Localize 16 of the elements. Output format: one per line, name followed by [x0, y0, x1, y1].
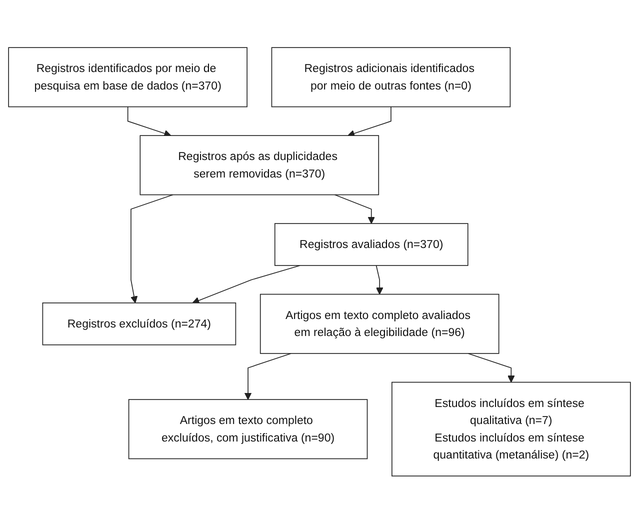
node-box: Artigos em texto completo avaliados em relação à elegibilidade (n=96): [260, 294, 500, 354]
node-box: Registros adicionais identificados por meio de outras fontes (n=0): [271, 47, 511, 108]
node-box: Artigos em texto completo excluídos, com justificativa (n=90): [128, 399, 368, 460]
arrow: [127, 106, 172, 138]
arrow: [376, 265, 384, 295]
node-box: Registros excluídos (n=274): [42, 302, 236, 346]
arrow: [468, 353, 515, 383]
arrow: [244, 353, 292, 400]
arrow: [130, 194, 174, 304]
node-box: Registros identificados por meio de pesquisa em base de dados (n=370): [8, 47, 248, 108]
arrow: [192, 265, 300, 304]
node-box: Estudos incluídos em síntese qualitativa (n=7) Estudos incluídos em síntese quantitativa (metanálise) (n=2): [392, 382, 631, 477]
node-box: Registros após as duplicidades serem removidas (n=370): [140, 135, 380, 196]
arrow: [348, 106, 392, 138]
arrow: [334, 194, 375, 224]
node-box: Registros avaliados (n=370): [274, 223, 468, 266]
